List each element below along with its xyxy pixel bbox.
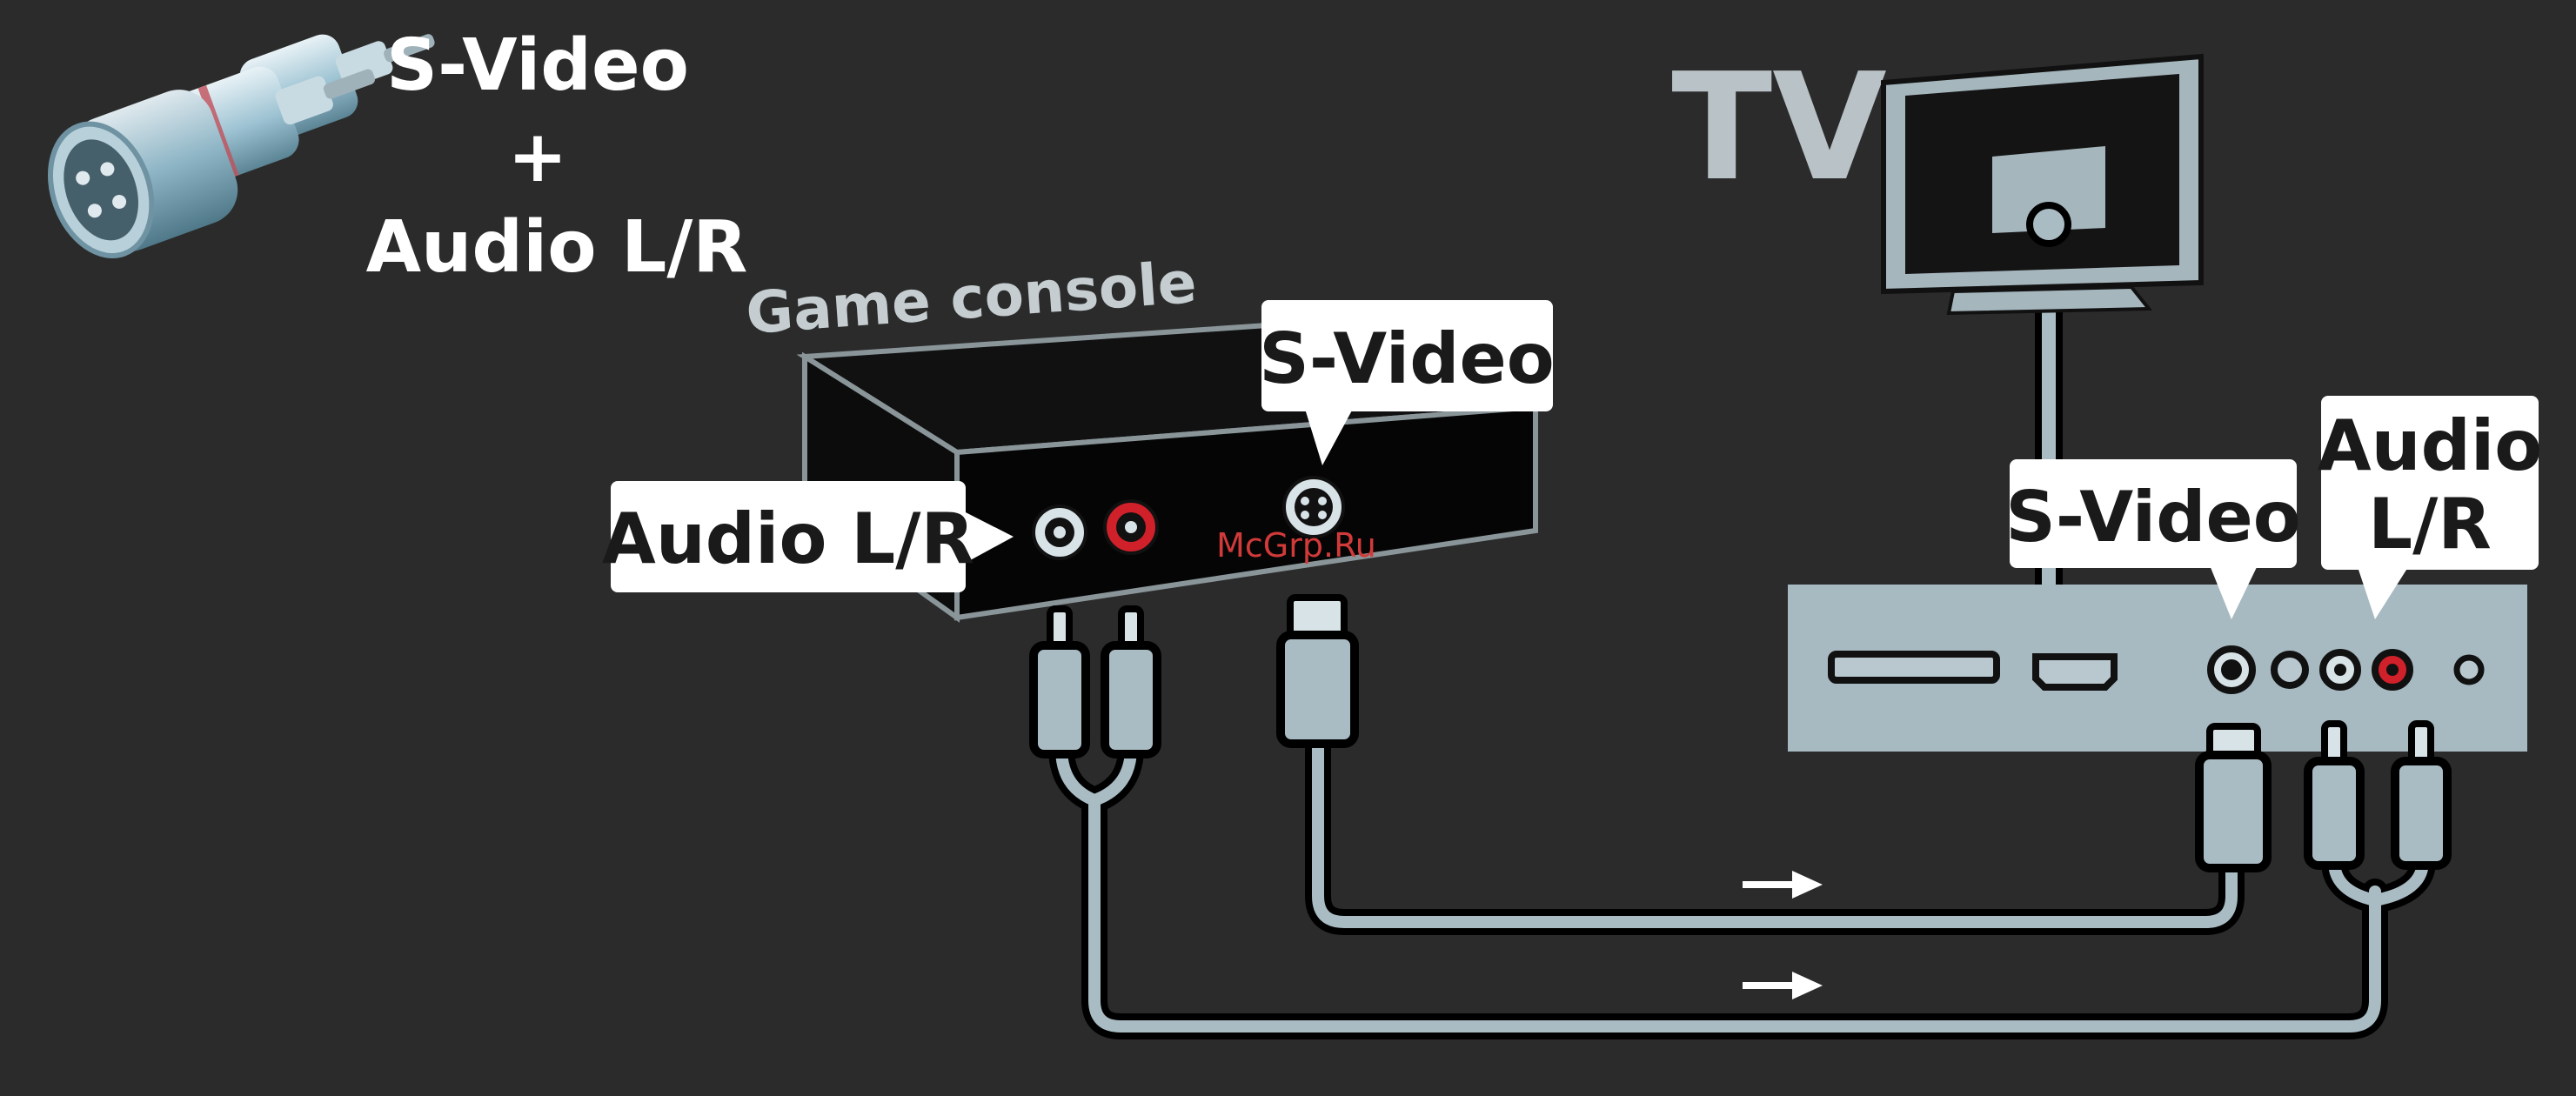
legend-svideo: S-Video xyxy=(386,24,689,107)
watermark: McGrp.Ru xyxy=(1216,526,1376,565)
svideo-plug-icon xyxy=(2199,726,2267,868)
scart-port xyxy=(1831,654,1997,680)
console-audio-callout-text: Audio L/R xyxy=(602,498,974,579)
tv-label: TV xyxy=(1671,42,1887,214)
hdmi-port xyxy=(2036,657,2114,687)
legend-plus: + xyxy=(508,116,568,198)
tv-svideo-callout-text: S-Video xyxy=(2005,477,2300,558)
legend-audio: Audio L/R xyxy=(366,206,748,289)
console-svideo-callout-text: S-Video xyxy=(1259,318,1554,399)
tv-audio-callout-line1: Audio xyxy=(2318,405,2543,486)
svideo-plug-icon xyxy=(1281,598,1355,744)
tv-audio-callout-line2: L/R xyxy=(2368,484,2492,565)
console-audio-callout: Audio L/R xyxy=(602,481,1014,592)
